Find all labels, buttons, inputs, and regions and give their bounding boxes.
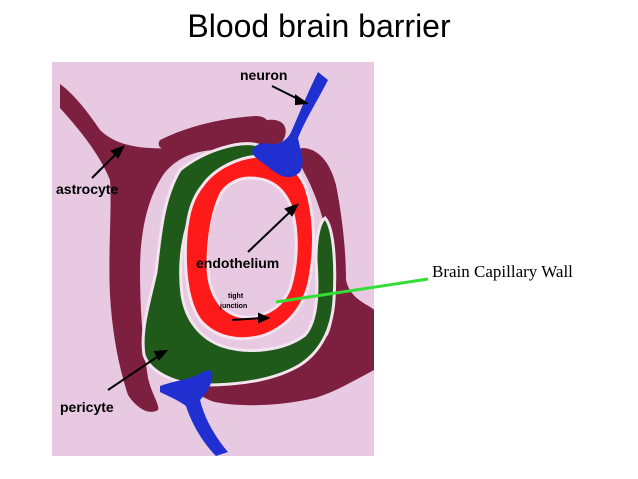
slide-title: Blood brain barrier xyxy=(187,8,451,44)
capillary-lumen xyxy=(208,180,292,316)
callout-line xyxy=(275,277,429,304)
label-astrocyte: astrocyte xyxy=(56,181,118,197)
label-arrows xyxy=(91,85,309,391)
callout-brain-capillary-wall: Brain Capillary Wall xyxy=(432,262,573,281)
label-tight-junction-line1: tight xyxy=(228,293,244,300)
neuron-bottom xyxy=(160,370,228,456)
label-pericyte: pericyte xyxy=(60,399,114,415)
astrocyte-endfoot-top xyxy=(158,116,269,151)
astrocyte-process-right xyxy=(194,148,374,406)
label-neuron: neuron xyxy=(240,67,287,83)
neuron-top xyxy=(252,72,328,178)
label-endothelium: endothelium xyxy=(196,255,279,271)
label-tight-junction-line2: junction xyxy=(219,303,247,310)
astrocyte-process-left xyxy=(60,84,286,412)
